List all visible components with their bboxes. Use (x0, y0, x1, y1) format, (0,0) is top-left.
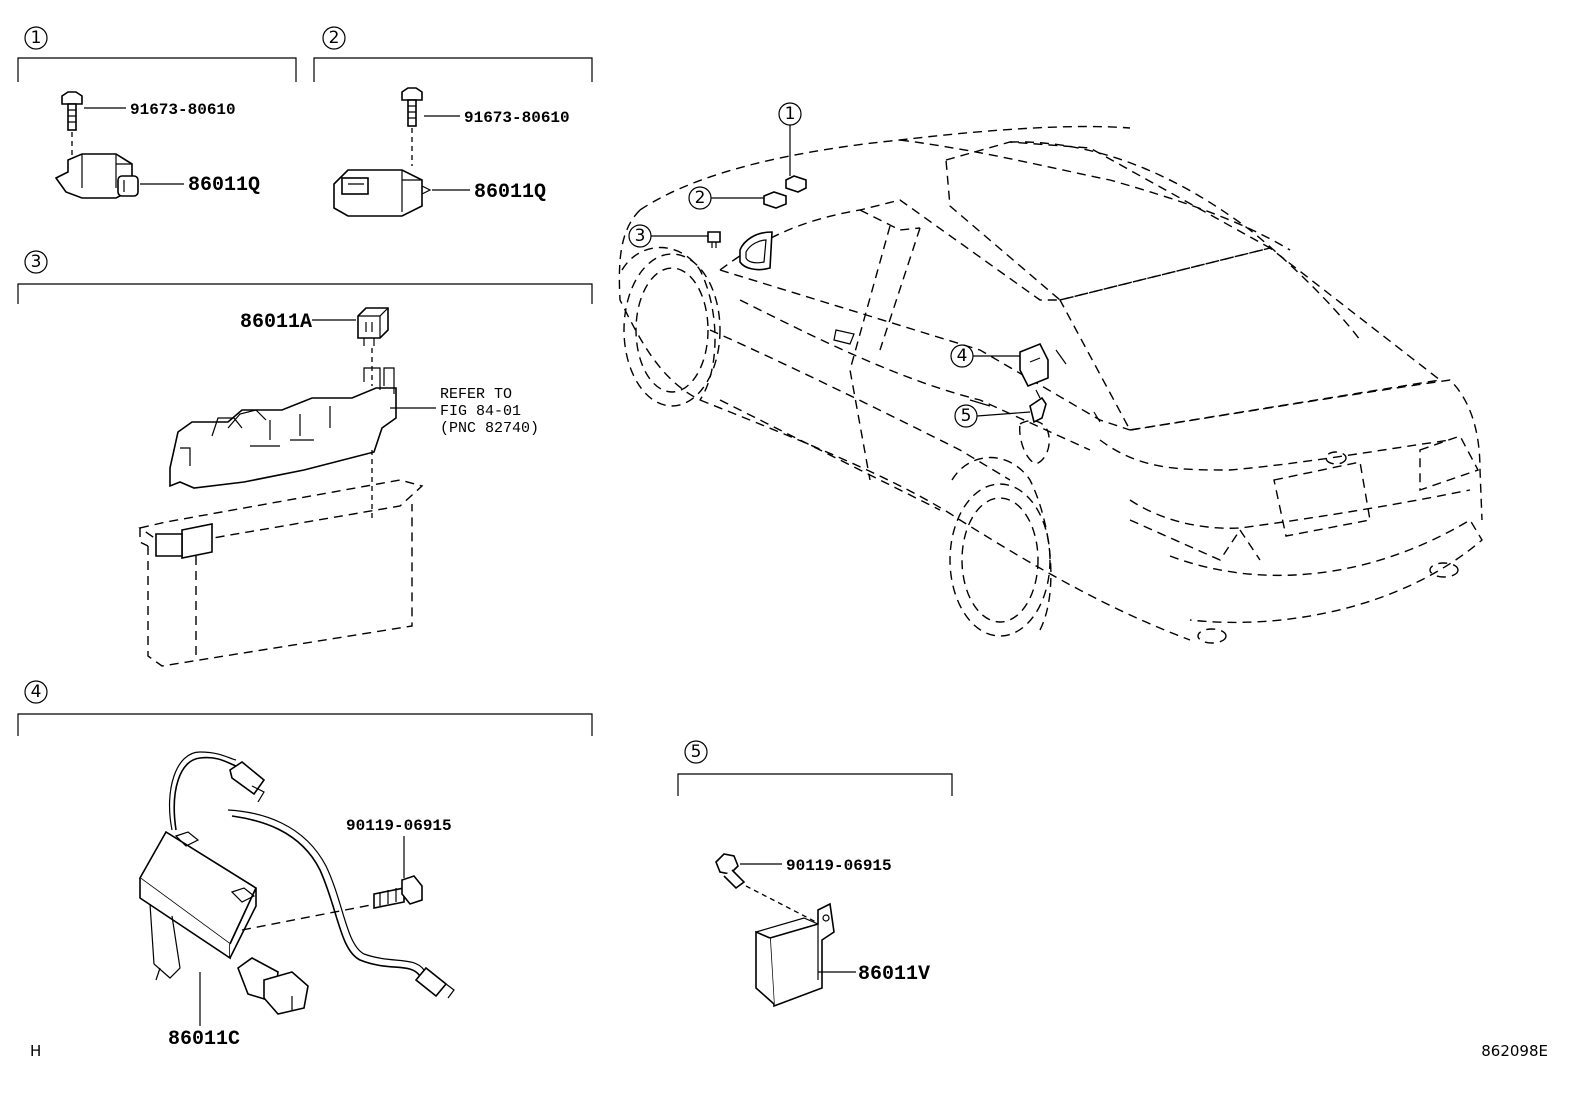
svg-text:3: 3 (635, 226, 646, 246)
section-5-number: 5 (691, 742, 702, 762)
sensor-location-2-icon (763, 191, 787, 209)
module-location-5-icon (1029, 396, 1047, 424)
section-5: 5 90119-06915 86011V (677, 740, 953, 1008)
module-86011c-icon (138, 830, 258, 981)
sensor-location-1-icon (785, 175, 807, 193)
sensor-86011q-icon (333, 169, 432, 217)
section-3: 3 86011A REFER TO FIG 84-01 (PNC 82740) (17, 250, 593, 667)
svg-text:1: 1 (785, 104, 796, 124)
car-callout-5: 5 (954, 404, 1031, 428)
section-3-number: 3 (31, 252, 42, 272)
module-86011v-icon (755, 902, 835, 1008)
section-2-circle (322, 26, 346, 50)
bolt-icon (715, 853, 746, 890)
section-2: 2 91673-80610 86011Q (313, 26, 593, 217)
bolt-icon (373, 875, 423, 909)
footer-left-mark: H (30, 1042, 41, 1060)
car-callout-2: 2 (688, 186, 764, 210)
svg-text:2: 2 (695, 188, 706, 208)
section-1-bracket (17, 57, 297, 82)
harness-wire (173, 756, 237, 831)
part-number-90119-06915: 90119-06915 (786, 857, 892, 875)
connector-icon (414, 966, 455, 999)
refer-note-line-2: FIG 84-01 (440, 403, 521, 420)
svg-text:4: 4 (957, 346, 968, 366)
bolt-icon (61, 91, 83, 131)
section-3-bracket (17, 283, 593, 304)
section-4-number: 4 (31, 682, 42, 702)
car-callout-3: 3 (628, 224, 708, 248)
section-1-circle (24, 26, 48, 50)
section-2-bracket (313, 57, 593, 82)
section-1-number: 1 (31, 28, 42, 48)
relay-86011a-icon (357, 307, 389, 346)
section-1: 1 91673-80610 86011Q (17, 26, 297, 199)
section-3-circle (24, 250, 48, 274)
connector-icon (237, 957, 309, 1015)
svg-text:5: 5 (961, 406, 972, 426)
section-5-circle (684, 740, 708, 764)
part-number-86011q: 86011Q (474, 181, 546, 204)
relay-location-3-icon (707, 231, 721, 243)
part-number-91673-80610: 91673-80610 (130, 101, 236, 119)
part-number-91673-80610: 91673-80610 (464, 109, 570, 127)
part-number-86011v: 86011V (858, 963, 930, 986)
section-5-bracket (677, 773, 953, 796)
refer-note-line-1: REFER TO (440, 386, 512, 403)
car-callout-4: 4 (950, 344, 1020, 368)
relay-block-icon (169, 367, 397, 489)
part-number-86011a: 86011A (240, 311, 312, 334)
figure-id: 862098E (1481, 1042, 1548, 1060)
tray-outline (138, 479, 424, 667)
section-4-circle (24, 680, 48, 704)
refer-note-line-3: (PNC 82740) (440, 420, 539, 437)
side-mirror-icon (739, 231, 773, 271)
section-4-bracket (17, 713, 593, 736)
section-4: 4 (17, 680, 593, 1051)
car-illustration (618, 125, 1483, 644)
part-number-86011q: 86011Q (188, 174, 260, 197)
part-number-90119-06915: 90119-06915 (346, 817, 452, 835)
bolt-icon (401, 87, 423, 127)
module-location-4-icon (1019, 342, 1049, 388)
car-callout-1: 1 (778, 102, 802, 176)
part-number-86011c: 86011C (168, 1028, 240, 1051)
connector-icon (229, 761, 266, 803)
sensor-86011q-icon (54, 153, 139, 199)
section-2-number: 2 (329, 28, 340, 48)
